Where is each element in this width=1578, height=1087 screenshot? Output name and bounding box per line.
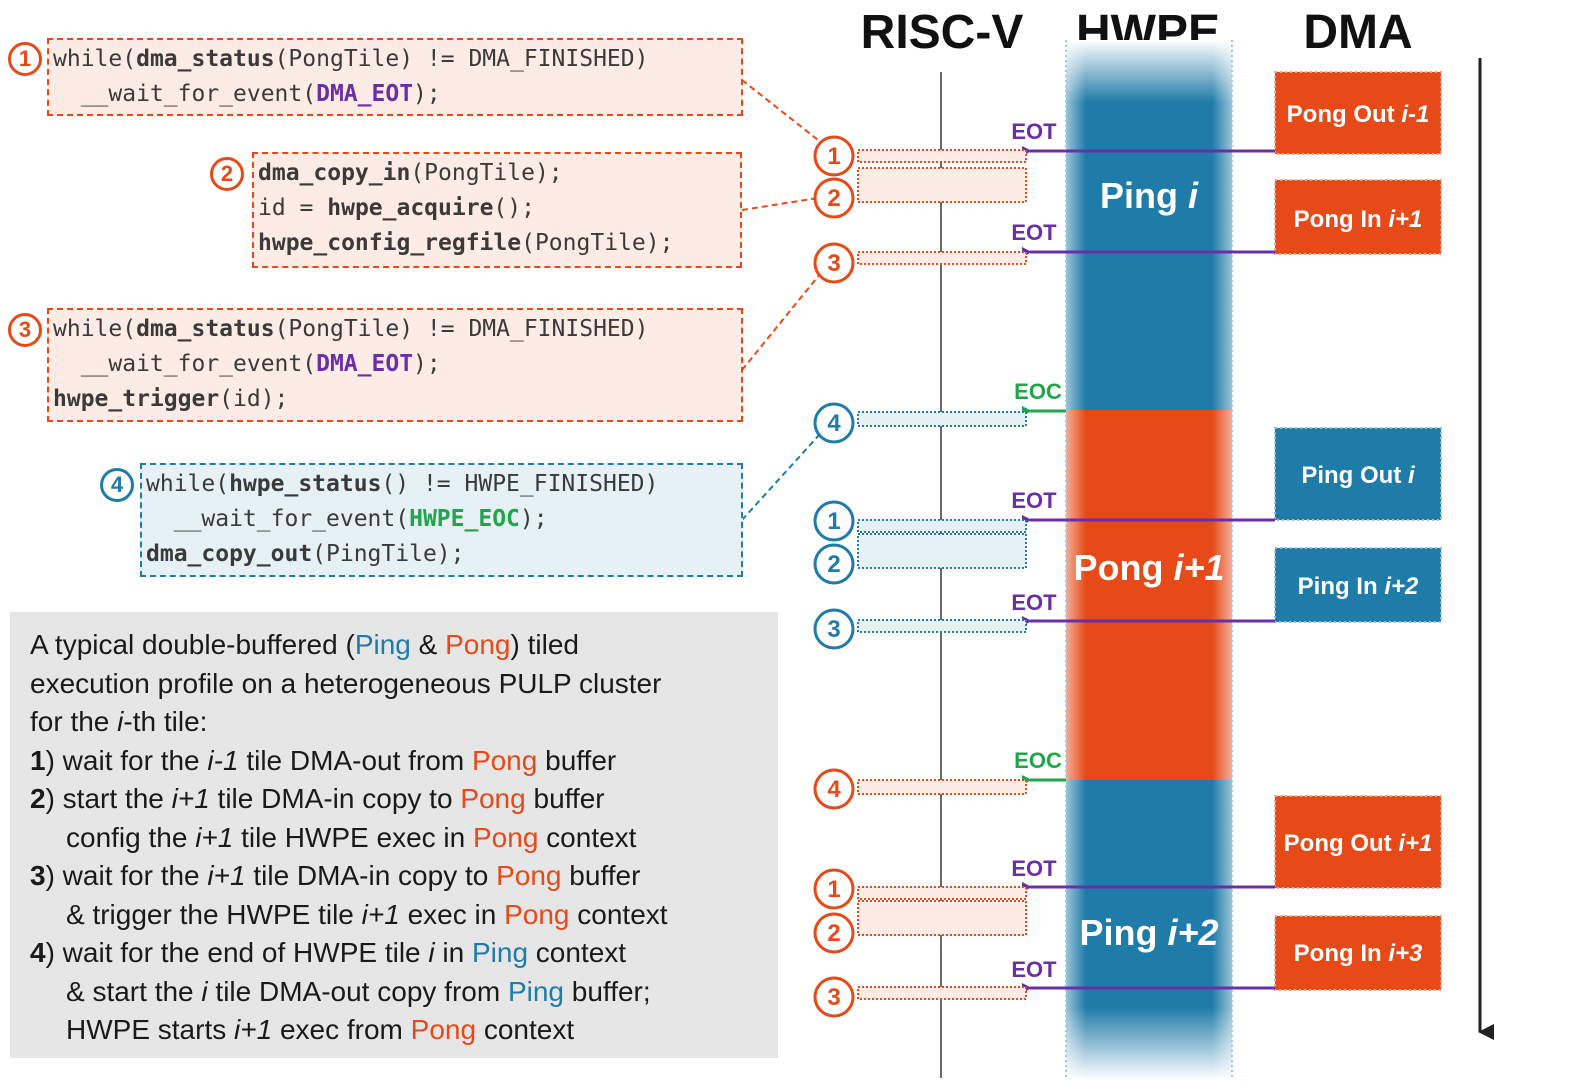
timeline-step-badge: 3 xyxy=(813,976,855,1018)
svg-text:1: 1 xyxy=(827,876,840,903)
connector-lines xyxy=(741,79,821,521)
timeline-step-badge: 3 xyxy=(813,242,855,284)
code-line: dma_copy_out(PingTile); xyxy=(146,541,465,567)
svg-text:2: 2 xyxy=(827,920,840,947)
svg-text:4: 4 xyxy=(827,776,841,803)
code-block-1: while(dma_status(PongTile) != DMA_FINISH… xyxy=(47,38,743,116)
svg-text:EOT: EOT xyxy=(1011,119,1057,144)
code-line: hwpe_trigger(id); xyxy=(53,386,289,412)
dma-box: Ping In i+2 xyxy=(1274,547,1442,623)
description-box: A typical double-buffered (Ping & Pong) … xyxy=(10,612,778,1058)
step-badge: 4 xyxy=(100,468,134,502)
svg-text:EOT: EOT xyxy=(1011,856,1057,881)
dma-box: Pong Out i-1 xyxy=(1274,71,1442,155)
step-number: 3 xyxy=(30,860,46,891)
svg-text:Pong Out i-1: Pong Out i-1 xyxy=(1287,101,1430,128)
step-badge: 2 xyxy=(210,157,244,191)
svg-text:EOC: EOC xyxy=(1014,379,1062,404)
code-line: id = hwpe_acquire(); xyxy=(258,195,535,221)
svg-text:EOT: EOT xyxy=(1011,957,1057,982)
svg-text:Ping Out i: Ping Out i xyxy=(1301,462,1416,489)
svg-text:EOC: EOC xyxy=(1014,748,1062,773)
code-block-3: while(dma_status(PongTile) != DMA_FINISH… xyxy=(47,308,743,422)
svg-text:3: 3 xyxy=(827,984,840,1011)
code-line: __wait_for_event(DMA_EOT); xyxy=(53,351,441,377)
svg-text:Pong In i+3: Pong In i+3 xyxy=(1294,940,1423,967)
svg-text:3: 3 xyxy=(827,250,840,277)
eot-arrow: EOT xyxy=(1011,856,1275,892)
svg-text:EOT: EOT xyxy=(1011,220,1057,245)
description-step-line: 3) wait for the i+1 tile DMA-in copy to … xyxy=(30,860,641,891)
riscv-activity-bars xyxy=(857,149,1027,1000)
timeline-step-badge: 1 xyxy=(813,868,855,910)
step-number: 2 xyxy=(30,783,46,814)
svg-text:EOT: EOT xyxy=(1011,590,1057,615)
code-line: __wait_for_event(DMA_EOT); xyxy=(53,81,441,107)
svg-text:Ping In i+2: Ping In i+2 xyxy=(1298,573,1419,600)
eot-arrow: EOT xyxy=(1011,957,1275,993)
riscv-header: RISC-V xyxy=(861,6,1024,59)
svg-text:Pong Out i+1: Pong Out i+1 xyxy=(1284,830,1433,857)
code-line: hwpe_config_regfile(PongTile); xyxy=(258,230,674,256)
timeline-step-badge: 3 xyxy=(813,608,855,650)
eot-arrow: EOT xyxy=(1011,488,1275,525)
description-line: for the i-th tile: xyxy=(30,706,208,737)
svg-text:1: 1 xyxy=(827,508,840,535)
timeline-step-badge: 1 xyxy=(813,135,855,177)
hwpe-segment-label: Pong i+1 xyxy=(1073,547,1224,588)
timeline-step-badge: 4 xyxy=(813,402,855,444)
eot-arrow: EOT xyxy=(1011,590,1275,626)
code-line: __wait_for_event(HWPE_EOC); xyxy=(146,506,548,532)
description-step-line: HWPE starts i+1 exec from Pong context xyxy=(66,1014,575,1045)
description-line: A typical double-buffered (Ping & Pong) … xyxy=(30,629,579,660)
timeline-step-badge: 2 xyxy=(813,912,855,954)
dma-header: DMA xyxy=(1303,6,1412,59)
description-step-line: & trigger the HWPE tile i+1 exec in Pong… xyxy=(66,898,668,930)
step-number: 1 xyxy=(30,744,46,776)
dma-box: Pong Out i+1 xyxy=(1274,795,1442,889)
step-number: 4 xyxy=(30,937,46,968)
eot-arrow: EOT xyxy=(1011,220,1275,257)
svg-text:3: 3 xyxy=(827,616,840,643)
svg-text:1: 1 xyxy=(827,143,840,170)
description-step-line: config the i+1 tile HWPE exec in Pong co… xyxy=(66,821,637,853)
svg-text:2: 2 xyxy=(827,551,840,578)
description-line: execution profile on a heterogeneous PUL… xyxy=(30,667,662,699)
description-step-line: & start the i tile DMA-out copy from Pin… xyxy=(66,975,651,1007)
eoc-arrow: EOC xyxy=(1014,748,1066,785)
code-line: while(dma_status(PongTile) != DMA_FINISH… xyxy=(53,316,649,342)
step-badge: 3 xyxy=(8,313,42,347)
hwpe-segment-label: Ping i xyxy=(1100,175,1199,216)
code-line: while(hwpe_status() != HWPE_FINISHED) xyxy=(146,471,659,497)
svg-text:2: 2 xyxy=(827,185,840,212)
svg-text:Pong In i+1: Pong In i+1 xyxy=(1294,206,1423,233)
hwpe-column: Ping i Pong i+1 Ping i+2 xyxy=(1065,40,1233,1080)
timeline-step-badge: 1 xyxy=(813,500,855,542)
eot-arrow: EOT xyxy=(1011,119,1275,156)
hwpe-segment-label: Ping i+2 xyxy=(1079,912,1218,953)
dma-box: Pong In i+3 xyxy=(1274,915,1442,991)
svg-text:EOT: EOT xyxy=(1011,488,1057,513)
timeline-step-badge: 4 xyxy=(813,768,855,810)
code-block-4: while(hwpe_status() != HWPE_FINISHED) __… xyxy=(140,463,743,577)
timeline-step-badge: 2 xyxy=(813,177,855,219)
dma-box: Pong In i+1 xyxy=(1274,179,1442,255)
dma-box: Ping Out i xyxy=(1274,427,1442,521)
step-badge: 1 xyxy=(8,42,42,76)
eoc-arrow: EOC xyxy=(1014,379,1066,416)
code-block-2: dma_copy_in(PongTile);id = hwpe_acquire(… xyxy=(252,152,742,268)
code-line: while(dma_status(PongTile) != DMA_FINISH… xyxy=(53,46,649,72)
description-step-line: 1) wait for the i-1 tile DMA-out from Po… xyxy=(30,744,617,776)
description-step-line: 4) wait for the end of HWPE tile i in Pi… xyxy=(30,937,627,968)
timeline-step-badge: 2 xyxy=(813,543,855,585)
code-line: dma_copy_in(PongTile); xyxy=(258,160,563,186)
svg-text:4: 4 xyxy=(827,410,841,437)
description-step-line: 2) start the i+1 tile DMA-in copy to Pon… xyxy=(30,783,605,814)
